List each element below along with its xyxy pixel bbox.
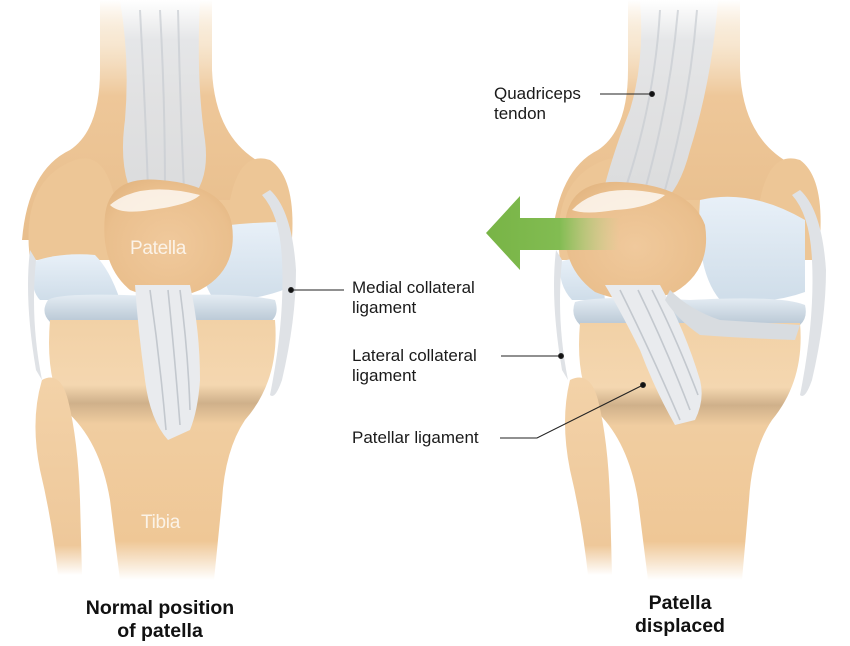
quadriceps-tendon-label: Quadriceps tendon bbox=[494, 84, 581, 123]
tibia-label: Tibia bbox=[141, 512, 180, 533]
normal-position-caption: Normal position of patella bbox=[85, 597, 235, 642]
medial-collateral-ligament-label: Medial collateral ligament bbox=[352, 278, 475, 317]
displacement-arrow-icon bbox=[486, 196, 620, 270]
leader-lines bbox=[288, 91, 655, 439]
right-knee bbox=[486, 0, 826, 580]
lateral-collateral-ligament-label: Lateral collateral ligament bbox=[352, 346, 477, 385]
left-knee bbox=[22, 0, 296, 580]
patellar-ligament-label: Patellar ligament bbox=[352, 428, 479, 447]
patella-label: Patella bbox=[130, 238, 186, 259]
patella-displaced-caption: Patella displaced bbox=[635, 592, 725, 637]
